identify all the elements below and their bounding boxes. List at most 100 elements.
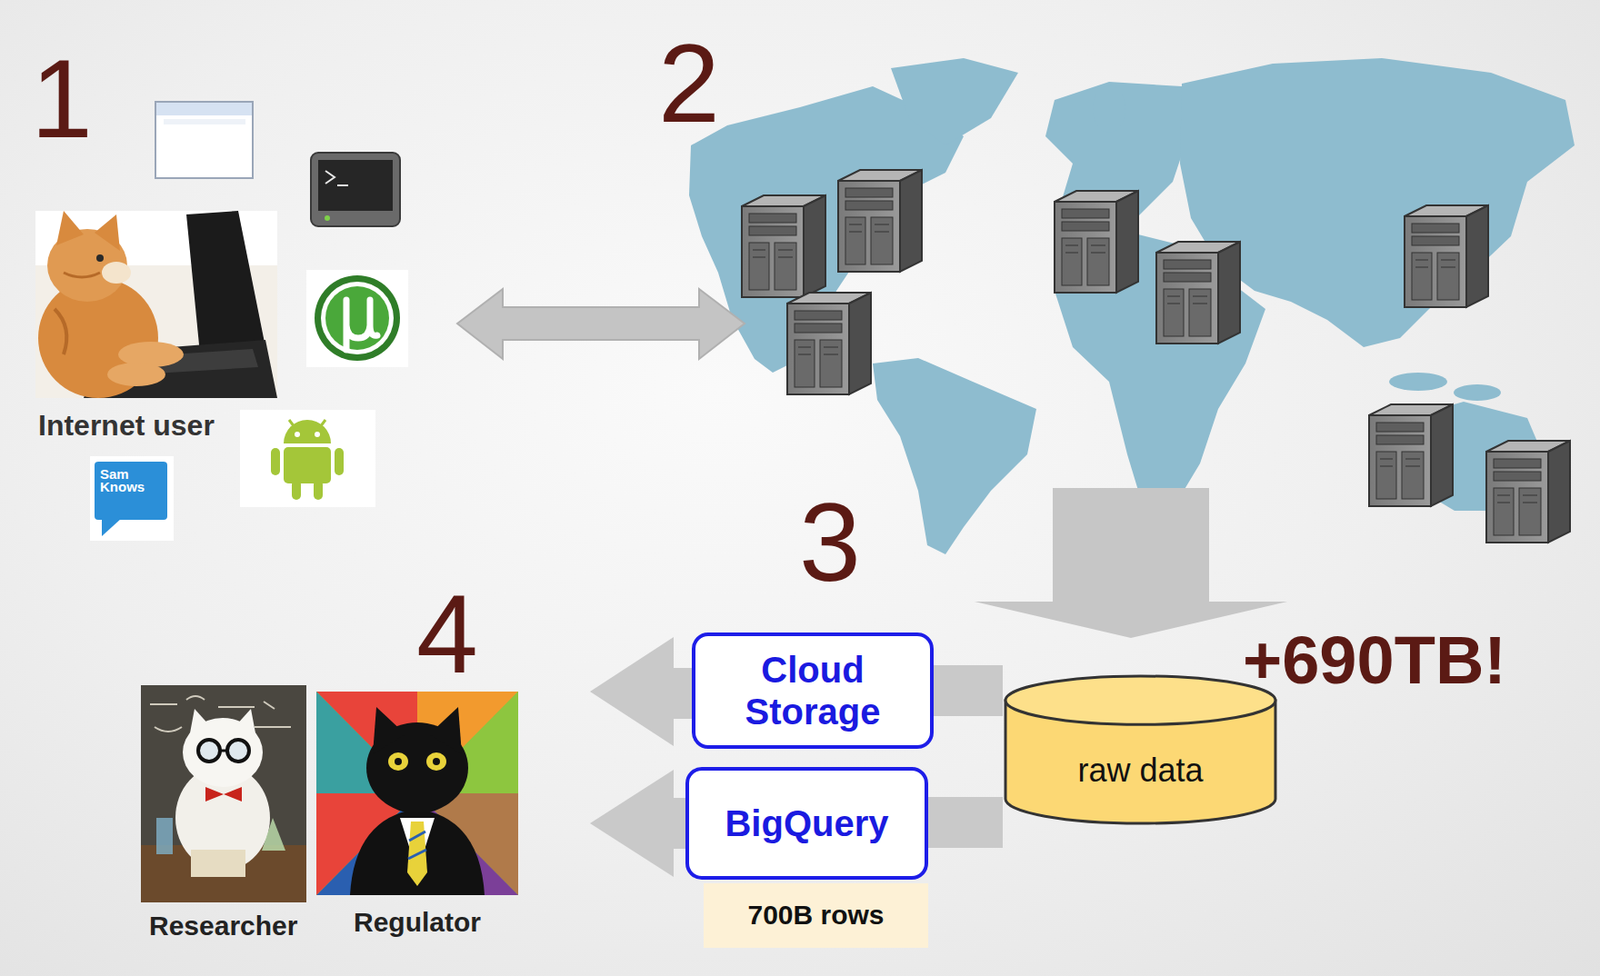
regulator-cat-image-part bbox=[388, 752, 409, 771]
role-caption: Regulator bbox=[353, 909, 481, 937]
world-map-part bbox=[1092, 85, 1126, 133]
android-icon-part bbox=[289, 420, 295, 428]
server-group-part bbox=[741, 195, 826, 298]
server-group-part bbox=[1156, 241, 1240, 344]
node-text: BigQuery bbox=[724, 802, 889, 845]
terminal-icon-part bbox=[337, 184, 349, 187]
browser-icon-part bbox=[163, 119, 246, 125]
query-box: BigQuery bbox=[685, 767, 929, 880]
world-map-part bbox=[872, 358, 1037, 555]
database-cylinder: raw data bbox=[1002, 673, 1279, 827]
server-group bbox=[741, 170, 1570, 543]
android-icon-part bbox=[334, 448, 344, 476]
regulator-cat-image-part bbox=[407, 821, 428, 887]
torrent-icon bbox=[306, 270, 409, 368]
server-group-part bbox=[1404, 205, 1489, 308]
researcher-cat-image-part bbox=[156, 818, 173, 855]
node-text: Cloud Storage bbox=[726, 649, 900, 733]
android-icon-part bbox=[314, 431, 320, 438]
terminal-icon-part bbox=[324, 215, 330, 221]
server-group-part bbox=[1486, 440, 1570, 543]
torrent-icon-part bbox=[346, 300, 378, 350]
data-volume: +690TB! bbox=[1242, 627, 1507, 695]
callout-number: 2 bbox=[658, 28, 720, 140]
researcher-cat-image bbox=[140, 685, 307, 903]
researcher-cat-image-part bbox=[223, 787, 242, 802]
server-group-part bbox=[1369, 404, 1453, 507]
browser-icon-part bbox=[156, 102, 252, 116]
cylinder-outline bbox=[1002, 673, 1279, 827]
callout-number: 1 bbox=[30, 43, 93, 155]
regulator-cat-image-part bbox=[429, 707, 462, 755]
regulator-cat-image-part bbox=[408, 850, 427, 860]
server-group-part bbox=[838, 170, 922, 272]
user-caption: Internet user bbox=[38, 410, 215, 440]
regulator-cat-image bbox=[316, 691, 519, 896]
torrent-icon-part bbox=[320, 281, 394, 355]
cat-user-photo-part bbox=[101, 261, 131, 284]
regulator-cat-image-part bbox=[394, 758, 402, 766]
down-arrow bbox=[974, 488, 1288, 639]
samknows-icon-part bbox=[94, 461, 168, 520]
torrent-icon-part bbox=[325, 286, 390, 350]
world-map-part bbox=[1453, 384, 1501, 401]
android-icon-part bbox=[291, 480, 301, 500]
regulator-cat-image-part bbox=[350, 809, 485, 896]
torrent-icon-part bbox=[314, 275, 400, 361]
cat-user-photo-part bbox=[63, 272, 100, 278]
world-map-part bbox=[1389, 372, 1448, 391]
arrow-band bbox=[933, 665, 1003, 717]
android-icon-part bbox=[320, 420, 326, 428]
researcher-cat-image-part bbox=[205, 787, 224, 802]
cat-user-photo-part bbox=[107, 362, 166, 387]
cat-user-photo bbox=[35, 210, 278, 399]
browser-icon-part bbox=[155, 101, 253, 179]
regulator-cat-image-part bbox=[432, 758, 440, 766]
regulator-cat-image-part bbox=[316, 691, 519, 896]
torrent-icon-part bbox=[306, 270, 409, 368]
samknows-icon-part bbox=[90, 456, 174, 541]
android-icon-part bbox=[294, 431, 300, 438]
terminal-icon-part bbox=[318, 160, 393, 211]
role-caption: Researcher bbox=[149, 912, 298, 940]
cat-user-photo-part bbox=[56, 210, 84, 246]
researcher-cat-image-part bbox=[234, 709, 257, 739]
terminal-icon bbox=[310, 152, 400, 227]
researcher-cat-image-part bbox=[140, 685, 307, 903]
android-icon-part bbox=[270, 448, 280, 476]
cat-user-photo-part bbox=[54, 309, 67, 355]
researcher-cat-image-part bbox=[189, 709, 211, 739]
researcher-cat-image-part bbox=[227, 740, 250, 762]
researcher-cat-image-part bbox=[198, 740, 220, 762]
data-flow-arrow bbox=[933, 690, 1003, 692]
cylinder-top bbox=[1005, 676, 1276, 725]
callout-number: 4 bbox=[416, 579, 479, 690]
data-flow-arrow bbox=[928, 822, 1003, 824]
researcher-cat-image-part bbox=[261, 818, 286, 851]
regulator-cat-image-part bbox=[409, 831, 426, 841]
terminal-icon-part bbox=[325, 170, 335, 184]
callout-number: 3 bbox=[799, 487, 861, 599]
world-map-part bbox=[890, 58, 1019, 146]
server-group-part bbox=[787, 292, 871, 395]
samknows-icon-part bbox=[101, 518, 122, 537]
node-text: raw data bbox=[1077, 751, 1203, 790]
server-group-part bbox=[1054, 190, 1139, 293]
double-arrow bbox=[457, 289, 745, 360]
cat-user-photo-part bbox=[94, 214, 120, 251]
terminal-icon-part bbox=[310, 152, 400, 227]
world-map bbox=[689, 58, 1575, 555]
researcher-cat-image-part bbox=[220, 750, 228, 753]
android-icon-part bbox=[313, 480, 323, 500]
node-text: 700B rows bbox=[747, 900, 884, 932]
arrow-band bbox=[928, 797, 1003, 849]
icon-text: Sam Knows bbox=[100, 468, 157, 495]
cat-user-photo-part bbox=[96, 254, 104, 262]
row-count-box: 700B rows bbox=[703, 883, 929, 949]
regulator-cat-image-part bbox=[426, 752, 447, 771]
browser-icon bbox=[155, 101, 253, 179]
cat-user-photo-part bbox=[35, 210, 278, 399]
android-icon-part bbox=[283, 420, 331, 444]
android-icon-part bbox=[240, 410, 376, 508]
